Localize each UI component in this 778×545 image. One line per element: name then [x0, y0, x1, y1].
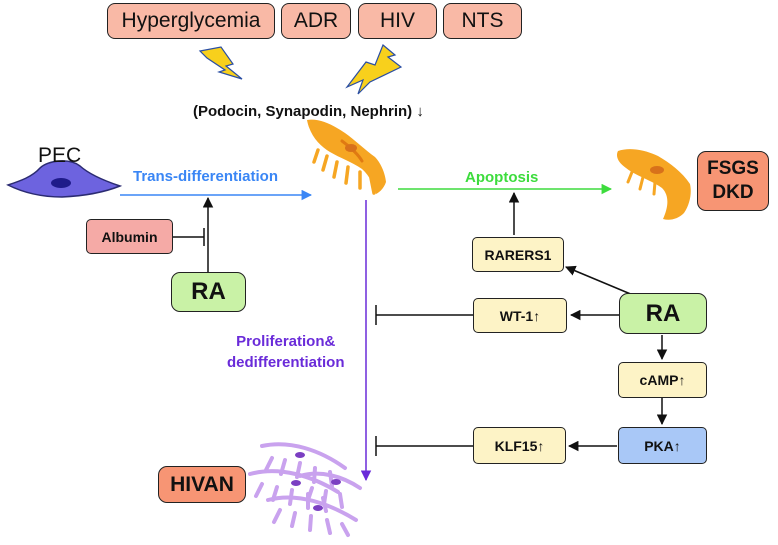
ra-box-right: RA — [619, 293, 707, 334]
klf15-box: KLF15↑ — [473, 427, 566, 464]
pec-cell-icon — [6, 160, 123, 198]
proliferation-label-line1: Proliferation& — [236, 333, 336, 350]
podocyte-markers-text: (Podocin, Synapodin, Nephrin) ↓ — [193, 103, 424, 120]
hivan-box: HIVAN — [158, 466, 246, 503]
albumin-box: Albumin — [86, 219, 173, 254]
apoptotic-podocyte-icon — [616, 149, 691, 220]
lightning-bolt-icon — [198, 46, 243, 80]
apoptosis-label: Apoptosis — [465, 169, 539, 186]
camp-box: cAMP↑ — [618, 362, 707, 398]
trans-differentiation-label: Trans-differentiation — [133, 168, 279, 185]
ra-to-rarers1-arrow — [565, 265, 634, 296]
hivan-nucleus-icon — [291, 452, 341, 511]
pka-box: PKA↑ — [618, 427, 707, 464]
wt1-box: WT-1↑ — [473, 298, 567, 333]
trigger-hyperglycemia: Hyperglycemia — [107, 3, 275, 39]
pec-label: PEC — [38, 144, 82, 167]
rarers1-box: RARERS1 — [472, 237, 564, 272]
hivan-cells-icon — [248, 442, 362, 537]
dkd-label: DKD — [712, 182, 754, 203]
proliferation-label: Proliferation& dedifferentiation — [227, 331, 345, 373]
trigger-adr: ADR — [281, 3, 351, 39]
lightning-bolt-icon — [345, 44, 403, 95]
fsgs-label: FSGS — [707, 158, 759, 179]
fsgs-dkd-box: FSGS DKD — [697, 151, 769, 211]
trigger-hiv: HIV — [358, 3, 437, 39]
proliferation-label-line2: dedifferentiation — [227, 354, 345, 371]
ra-box-left: RA — [171, 272, 246, 312]
trigger-nts: NTS — [443, 3, 522, 39]
podocyte-cell-icon — [307, 119, 386, 195]
